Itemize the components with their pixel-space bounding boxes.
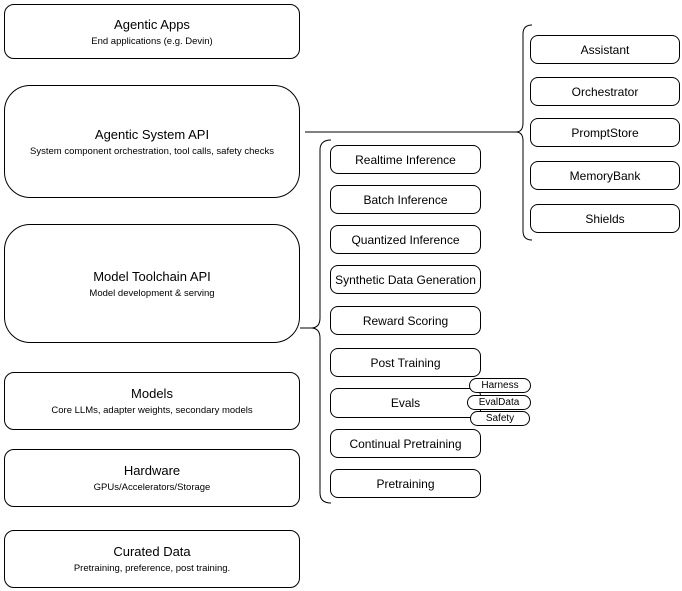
node-subtitle: End applications (e.g. Devin) [91, 35, 213, 47]
node-synthetic-data-generation: Synthetic Data Generation [330, 265, 481, 294]
pill-evaldata: EvalData [467, 395, 531, 410]
pill-harness: Harness [469, 378, 531, 393]
node-shields: Shields [530, 204, 680, 233]
node-curated-data: Curated Data Pretraining, preference, po… [4, 530, 300, 588]
node-hardware: Hardware GPUs/Accelerators/Storage [4, 449, 300, 507]
node-agentic-apps: Agentic Apps End applications (e.g. Devi… [4, 4, 300, 59]
node-pretraining: Pretraining [330, 469, 481, 498]
node-title: Curated Data [113, 544, 191, 559]
node-quantized-inference: Quantized Inference [330, 225, 481, 254]
node-models: Models Core LLMs, adapter weights, secon… [4, 372, 300, 430]
node-orchestrator: Orchestrator [530, 77, 680, 106]
node-title: Agentic System API [94, 126, 210, 142]
node-title: Model Toolchain API [93, 268, 211, 284]
node-promptstore: PromptStore [530, 118, 680, 147]
brace-system-components [515, 24, 533, 241]
node-realtime-inference: Realtime Inference [330, 145, 481, 174]
node-model-toolchain-api: Model Toolchain API Model development & … [4, 224, 300, 343]
node-subtitle: Model development & serving [89, 287, 215, 299]
node-memorybank: MemoryBank [530, 161, 680, 190]
node-agentic-system-api: Agentic System API System component orch… [4, 85, 300, 198]
pill-safety: Safety [470, 411, 530, 426]
node-subtitle: Pretraining, preference, post training. [73, 563, 231, 574]
node-subtitle: Core LLMs, adapter weights, secondary mo… [51, 405, 253, 416]
node-subtitle: GPUs/Accelerators/Storage [93, 482, 211, 493]
node-title: Hardware [123, 463, 181, 478]
brace-toolchain-items [310, 139, 332, 504]
node-evals: Evals [330, 388, 481, 418]
node-title: Models [131, 386, 173, 401]
node-assistant: Assistant [530, 35, 680, 64]
node-continual-pretraining: Continual Pretraining [330, 429, 481, 458]
node-title: Agentic Apps [114, 16, 190, 32]
node-reward-scoring: Reward Scoring [330, 306, 481, 335]
node-batch-inference: Batch Inference [330, 185, 481, 214]
node-post-training: Post Training [330, 348, 481, 377]
node-subtitle: System component orchestration, tool cal… [30, 145, 274, 157]
